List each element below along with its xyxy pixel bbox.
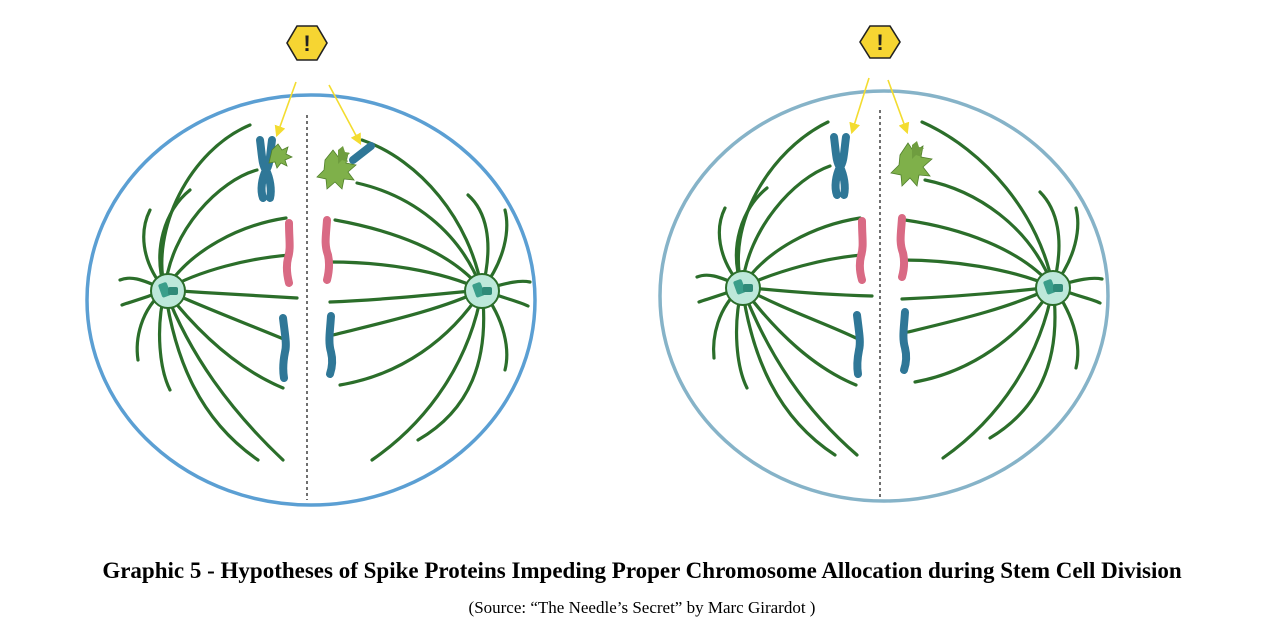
right-arrow-2: [887, 79, 910, 135]
left-spike-protein-cluster: [316, 146, 357, 190]
right-blue-chromosome-bottom-a: [853, 311, 864, 378]
left-pink-chromosome-b: [321, 216, 334, 284]
left-blue-chromosome-bottom-b: [325, 312, 337, 378]
left-blue-chromosome-tilted: [349, 142, 375, 164]
right-warning-symbol: !: [876, 30, 883, 55]
right-arrow-1: [849, 77, 870, 135]
left-blue-chromosome-top: [256, 136, 276, 202]
right-centrosome-b: [1035, 270, 1071, 306]
right-blue-chromosome-bottom-b: [899, 308, 911, 374]
cell-division-diagram: !: [85, 25, 1110, 507]
left-blue-chromosome-bottom-a: [279, 314, 290, 382]
figure-source: (Source: “The Needle’s Secret” by Marc G…: [468, 598, 816, 617]
right-warning-hexagon-icon: !: [859, 25, 901, 59]
right-pink-chromosome-b: [896, 214, 909, 281]
right-pink-chromosome-a: [855, 217, 867, 284]
left-spike-protein-small: [268, 143, 293, 169]
left-arrow-1: [274, 81, 297, 138]
left-warning-symbol: !: [303, 31, 310, 56]
left-centrosome-b: [464, 273, 500, 309]
right-cell-membrane: [658, 89, 1110, 503]
left-pink-chromosome-a: [282, 219, 294, 287]
right-cell: [658, 89, 1110, 503]
right-spike-protein-cluster: [890, 141, 933, 187]
left-centrosome-a: [150, 273, 186, 309]
left-cell: [85, 93, 537, 507]
left-cell-membrane: [85, 93, 537, 507]
left-arrow-2: [328, 84, 362, 145]
left-warning-hexagon-icon: !: [286, 25, 328, 61]
figure-title: Graphic 5 - Hypotheses of Spike Proteins…: [102, 558, 1182, 583]
right-blue-chromosome-top: [830, 133, 850, 199]
right-centrosome-a: [725, 270, 761, 306]
